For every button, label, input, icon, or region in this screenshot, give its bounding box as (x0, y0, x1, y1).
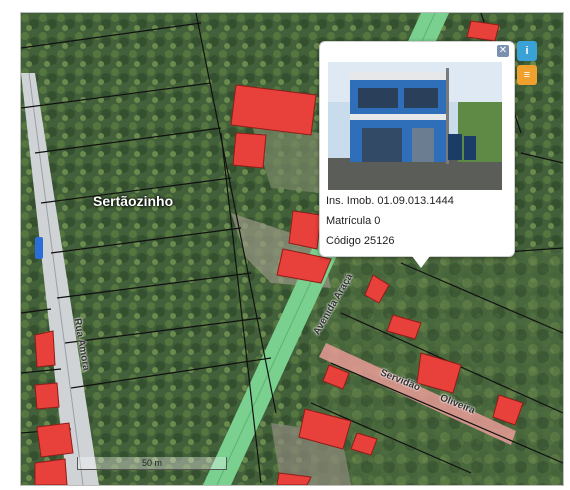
inscricao-imobiliaria: Ins. Imob. 01.09.013.1444 (326, 195, 454, 207)
codigo: Código 25126 (326, 235, 395, 247)
scale-bar: 50 m (77, 457, 227, 470)
area-label: Sertãozinho (93, 193, 174, 209)
close-icon[interactable]: ✕ (497, 45, 509, 57)
map-marker[interactable] (35, 237, 43, 259)
list-button[interactable]: ≡ (517, 65, 537, 85)
info-icon: i (525, 45, 529, 57)
info-button[interactable]: i (517, 41, 537, 61)
map-frame[interactable]: Sertãozinho Rua Amora Avenida Araçá Serv… (20, 12, 564, 486)
matricula: Matrícula 0 (326, 215, 381, 227)
property-photo (328, 62, 502, 190)
list-icon: ≡ (523, 69, 531, 81)
parcel-popup: ✕ Ins. Imob. 01.09.013.1444 Matrícula 0 (319, 41, 515, 268)
